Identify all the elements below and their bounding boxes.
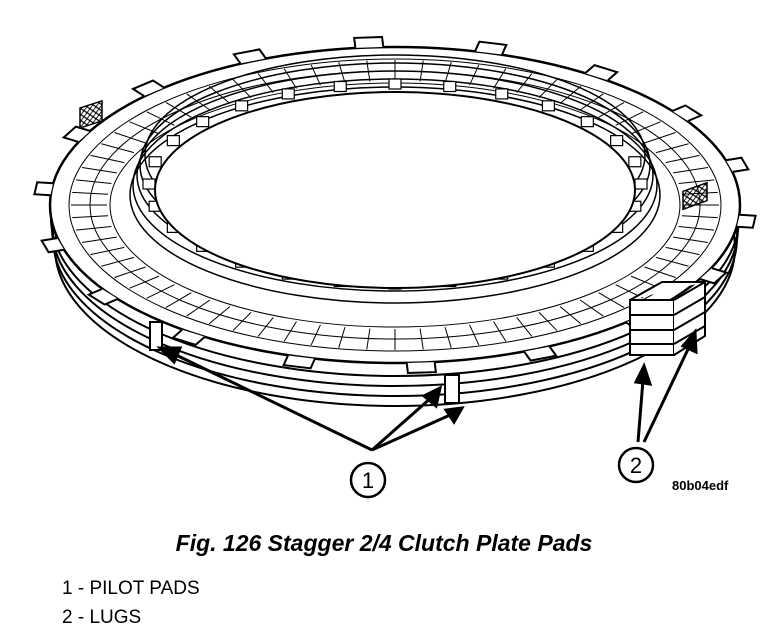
image-code: 80b04edf bbox=[672, 478, 729, 493]
callout-1-number: 1 bbox=[362, 468, 374, 493]
callout-1: 1 bbox=[349, 461, 387, 499]
legend-separator: - bbox=[77, 578, 85, 599]
callout-leader-lines bbox=[156, 328, 698, 452]
hatched-pad-right bbox=[682, 181, 708, 211]
legend-text: LUGS bbox=[89, 607, 142, 628]
clutch-plate-illustration: 1 2 80b04edf bbox=[33, 35, 757, 499]
legend-item: 1 - PILOT PADS bbox=[62, 574, 200, 603]
legend-number: 1 bbox=[62, 578, 73, 599]
callout-2: 2 bbox=[617, 446, 655, 484]
legend: 1 - PILOT PADS 2 - LUGS bbox=[62, 574, 200, 632]
hatched-pad-left bbox=[79, 99, 103, 130]
legend-separator: - bbox=[77, 607, 85, 628]
callout-2-number: 2 bbox=[630, 453, 642, 478]
figure-caption: Fig. 126 Stagger 2/4 Clutch Plate Pads bbox=[175, 530, 593, 556]
stacked-lug-block bbox=[629, 280, 706, 356]
center-opening bbox=[154, 91, 636, 289]
legend-item: 2 - LUGS bbox=[62, 603, 200, 632]
pilot-pad-notches bbox=[149, 321, 460, 404]
legend-number: 2 bbox=[62, 607, 73, 628]
legend-text: PILOT PADS bbox=[89, 578, 200, 599]
